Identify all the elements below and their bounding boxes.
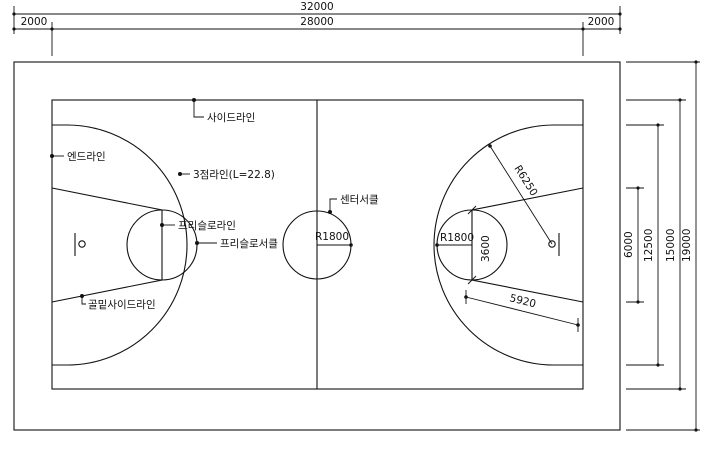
right-basket (548, 240, 556, 248)
callouts: 사이드라인 엔드라인 3점라인(L=22.8) 프리슬로라인 프리슬로서클 센터… (50, 98, 379, 311)
three-point-radius-label: R6250 (511, 163, 539, 198)
lane-sideline-label: 골밑사이드라인 (88, 299, 156, 311)
three-point-span-label: 12500 (643, 229, 655, 262)
restricted-width-label: 6000 (623, 231, 635, 258)
free-throw-circle-label: 프리슬로서클 (220, 238, 278, 250)
top-dimensions: 32000 2000 28000 2000 (12, 1, 622, 56)
overall-width-label: 32000 (300, 1, 333, 13)
sideline-label: 사이드라인 (207, 112, 255, 124)
left-basket (78, 240, 86, 248)
court-length-label: 28000 (300, 16, 333, 28)
margin-right-label: 2000 (588, 16, 615, 28)
court-width-label: 15000 (665, 229, 677, 262)
center-radius-label: R1800 (315, 231, 349, 243)
free-throw-line-label: 프리슬로라인 (178, 220, 236, 232)
center-circle-label: 센터서클 (340, 194, 379, 206)
margin-left-label: 2000 (21, 16, 48, 28)
overall-height-label: 19000 (681, 229, 693, 262)
lane-width-label: 3600 (480, 235, 492, 262)
outer-boundary (13, 61, 621, 431)
left-three-point-arc (52, 124, 188, 366)
endline-label: 엔드라인 (67, 151, 106, 163)
ft-circle-radius-label: R1800 (440, 232, 474, 244)
ft-distance-label: 5920 (508, 292, 537, 310)
three-point-line-label: 3점라인(L=22.8) (193, 169, 275, 181)
right-three-point-arc (433, 124, 583, 366)
side-dimensions: 6000 12500 15000 19000 (623, 60, 700, 432)
left-restricted-area (51, 187, 163, 303)
right-half-court: R6250 R1800 3600 5920 (433, 124, 584, 366)
